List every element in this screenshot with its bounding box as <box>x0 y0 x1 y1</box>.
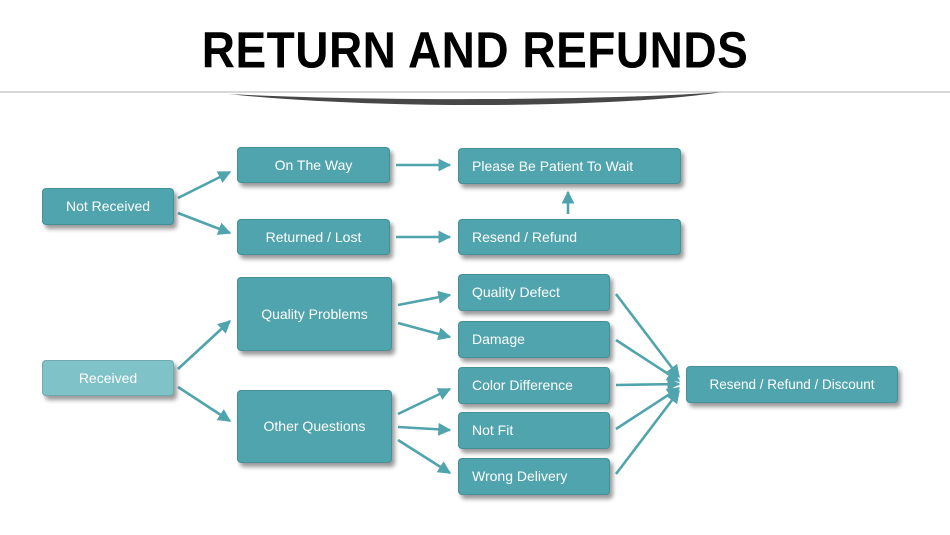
arrow-damage-to-resend-refund-discount <box>615 338 681 383</box>
node-wrong-delivery: Wrong Delivery <box>458 458 610 495</box>
node-received: Received <box>42 360 174 396</box>
arrow-other-questions-to-color-difference <box>397 387 452 416</box>
title-swoosh <box>228 92 722 106</box>
node-on-the-way: On The Way <box>237 147 390 183</box>
node-not-received: Not Received <box>42 188 174 225</box>
node-color-difference: Color Difference <box>458 367 610 404</box>
node-quality-defect: Quality Defect <box>458 274 610 311</box>
arrow-quality-defect-to-resend-refund-discount <box>614 293 681 379</box>
arrow-other-questions-to-not-fit <box>397 422 452 436</box>
node-damage: Damage <box>458 321 610 358</box>
arrow-received-to-other-questions <box>177 385 232 423</box>
node-other-questions: Other Questions <box>237 390 392 463</box>
arrow-quality-problems-to-quality-defect <box>397 290 452 307</box>
arrow-color-difference-to-resend-refund-discount <box>615 377 681 391</box>
node-please-be-patient-to-wait: Please Be Patient To Wait <box>458 148 681 184</box>
node-not-fit: Not Fit <box>458 412 610 449</box>
node-resend-refund-discount: Resend / Refund / Discount <box>686 366 898 403</box>
page-title: RETURN AND REFUNDS <box>201 21 749 79</box>
node-resend-refund: Resend / Refund <box>458 219 681 255</box>
arrow-quality-problems-to-damage <box>397 321 452 341</box>
node-returned-lost: Returned / Lost <box>237 219 390 255</box>
arrow-other-questions-to-wrong-delivery <box>397 438 452 475</box>
arrow-not-received-to-returned-lost <box>177 211 232 235</box>
arrow-wrong-delivery-to-resend-refund-discount <box>614 389 681 475</box>
arrow-not-fit-to-resend-refund-discount <box>615 386 681 431</box>
node-quality-problems: Quality Problems <box>237 277 392 351</box>
arrow-not-received-to-on-the-way <box>177 170 232 200</box>
arrow-received-to-quality-problems <box>177 320 231 370</box>
